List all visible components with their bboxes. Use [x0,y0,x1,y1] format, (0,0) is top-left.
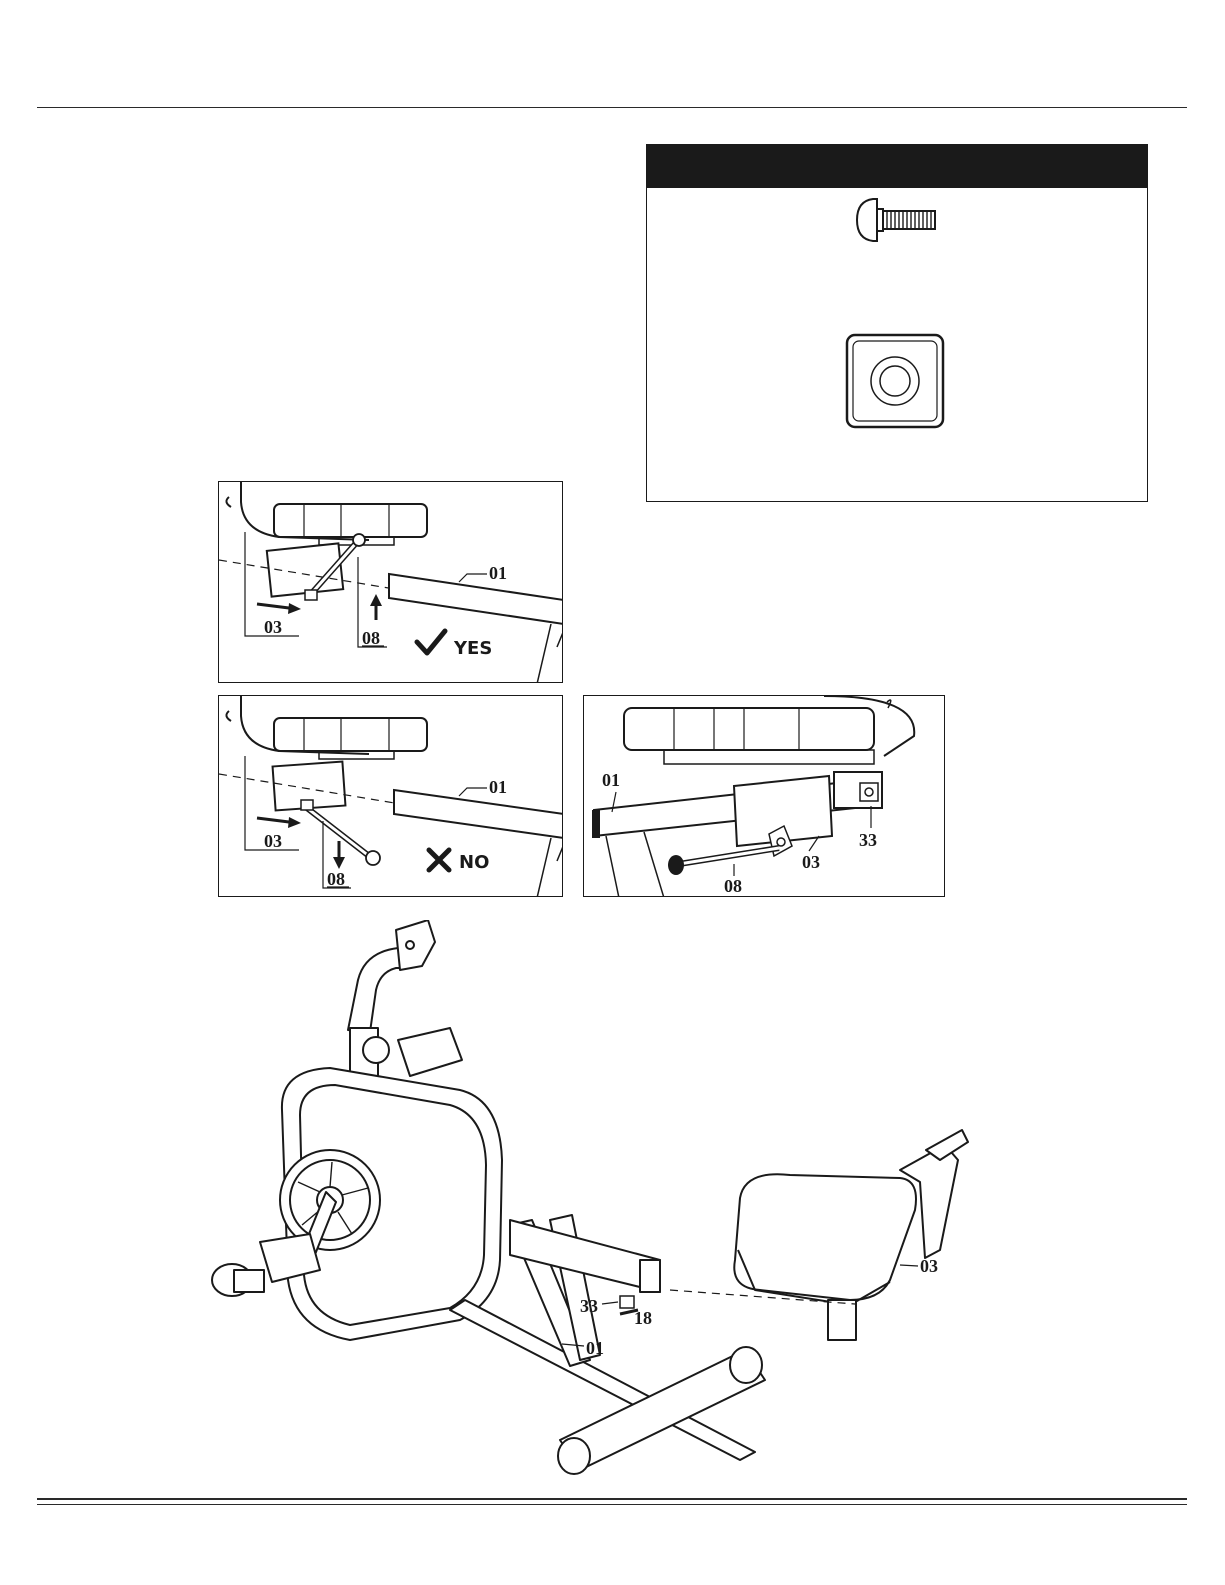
label-08: 08 [327,869,345,889]
verdict-no: NO [459,852,489,873]
hardware-box [646,144,1148,502]
verdict-yes: YES [453,638,492,659]
label-03: 03 [920,1256,938,1276]
label-03: 03 [264,831,282,851]
assembly-drawing: 33 18 01 03 [200,920,980,1490]
label-08: 08 [362,628,380,648]
label-01: 01 [489,777,507,797]
label-03: 03 [264,617,282,637]
panel-correct: 03 08 01 YES [218,481,563,683]
label-03: 03 [802,852,820,872]
panel-detail: 01 33 03 08 [583,695,945,897]
checkmark-icon [417,631,445,653]
top-rule [37,107,1187,108]
bolt-icon [855,195,945,245]
label-33: 33 [859,830,877,850]
label-01: 01 [602,770,620,790]
bottom-rule-thin [37,1504,1187,1505]
label-01: 01 [489,563,507,583]
label-33: 33 [580,1296,598,1316]
label-01: 01 [586,1338,604,1358]
label-08: 08 [724,876,742,896]
bottom-rule [37,1498,1187,1500]
label-18: 18 [634,1308,652,1328]
square-nut-icon [843,331,947,431]
hardware-box-header [647,145,1147,188]
cross-icon [429,850,449,870]
panel-incorrect: 03 08 01 NO [218,695,563,897]
